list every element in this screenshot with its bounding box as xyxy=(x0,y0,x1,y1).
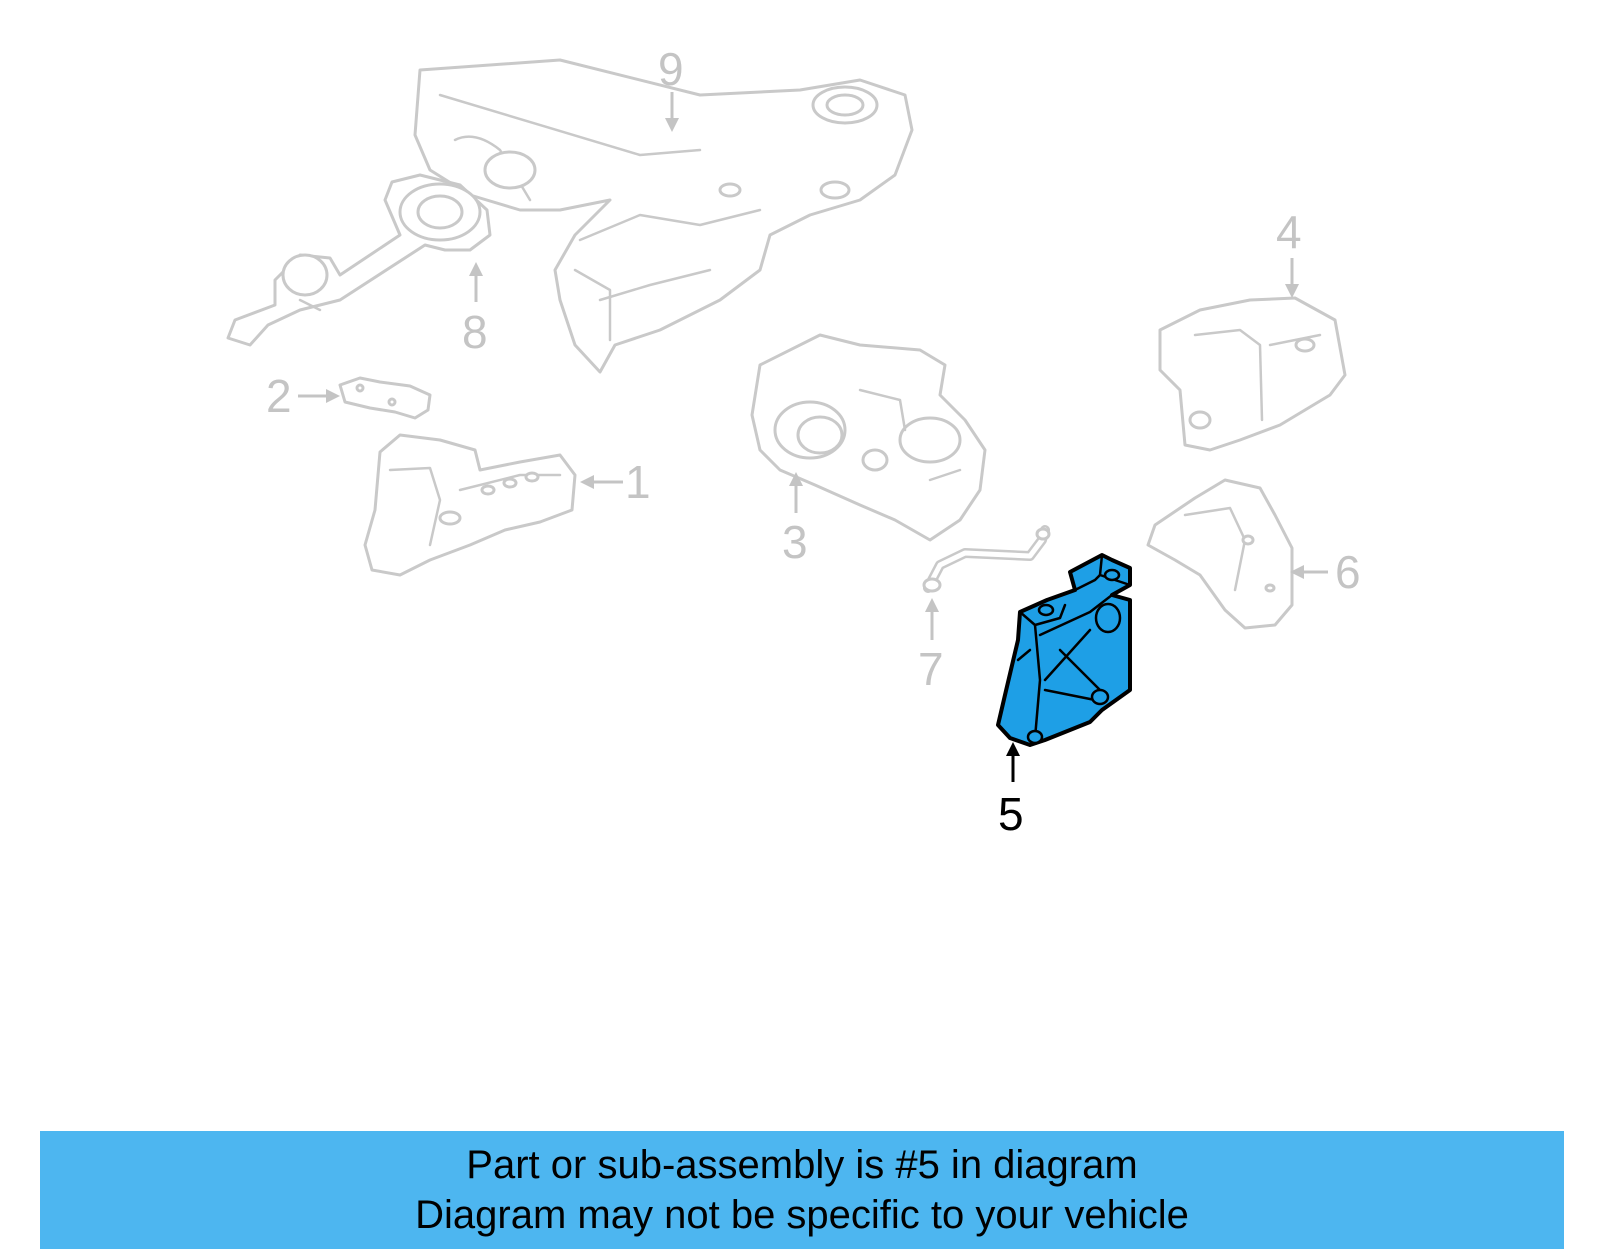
arrow-1 xyxy=(580,475,623,489)
info-banner: Part or sub-assembly is #5 in diagram Di… xyxy=(40,1131,1564,1249)
callout-9: 9 xyxy=(658,43,684,95)
callout-4: 4 xyxy=(1276,206,1302,258)
callout-7: 7 xyxy=(918,643,944,695)
part-8-torque-rod xyxy=(226,173,492,347)
part-3-transmission-mount xyxy=(750,333,987,542)
callout-6: 6 xyxy=(1335,546,1361,598)
arrow-7 xyxy=(925,598,939,640)
arrow-3 xyxy=(789,472,803,513)
banner-background xyxy=(40,1131,1564,1249)
part-5-bracket xyxy=(996,553,1132,747)
callout-3: 3 xyxy=(782,516,808,568)
part-7-rod xyxy=(922,525,1051,593)
arrow-9 xyxy=(665,92,679,132)
bracket-body xyxy=(996,553,1132,747)
banner-line-part: Part or sub-assembly is #5 in diagram xyxy=(466,1143,1138,1187)
banner-line-disclaimer: Diagram may not be specific to your vehi… xyxy=(415,1193,1189,1237)
part-6-mount xyxy=(1146,478,1294,630)
arrow-5 xyxy=(1006,742,1020,782)
callout-5: 5 xyxy=(998,788,1024,840)
part-1-mount xyxy=(363,433,577,577)
callout-8: 8 xyxy=(462,306,488,358)
part-2-plate xyxy=(338,376,432,420)
arrow-6 xyxy=(1290,565,1328,579)
arrow-4 xyxy=(1285,258,1299,298)
arrow-8 xyxy=(469,262,483,302)
part-4-engine-mount xyxy=(1158,296,1347,452)
arrow-2 xyxy=(298,389,340,403)
callout-1: 1 xyxy=(625,456,651,508)
callout-2: 2 xyxy=(266,370,292,422)
part-9-subframe xyxy=(413,58,914,374)
